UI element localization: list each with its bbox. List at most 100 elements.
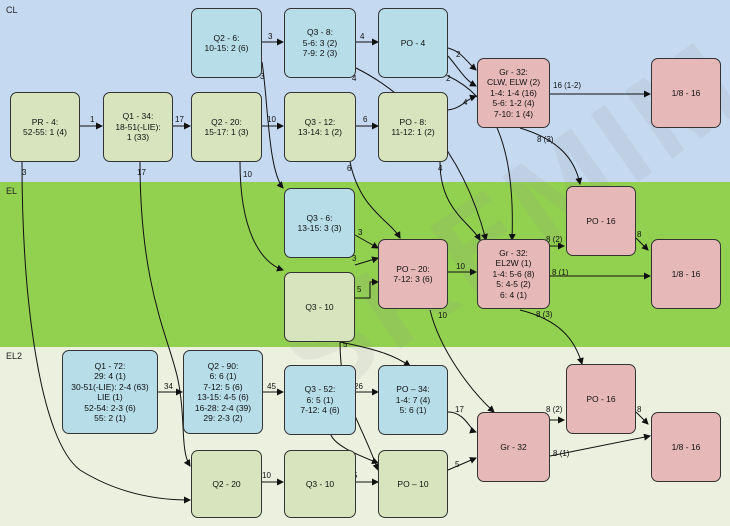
edge-label: 6 [347, 164, 352, 173]
band-label-el2: EL2 [6, 351, 23, 361]
edge-pr4-down [21, 161, 191, 504]
node-line: 5-6: 3 (2) [302, 37, 338, 48]
edge-label: 8 (3) [536, 310, 553, 319]
edge-q2-down [239, 161, 284, 272]
node-po8[interactable]: PO - 8:11-12: 1 (2) [378, 92, 448, 162]
edge-q3_10-po20-b [355, 278, 379, 299]
edge-label: 17 [175, 115, 184, 124]
node-line: Q3 - 6: [306, 212, 333, 223]
edge-label: 1 [90, 115, 95, 124]
edge-label: 2 [446, 74, 451, 83]
node-q2-6[interactable]: Q2 - 6:10-15: 2 (6) [191, 8, 262, 78]
edge-gr_b-down [519, 309, 584, 365]
edge-po8-down [439, 161, 481, 241]
edge-label: 3 [22, 168, 27, 177]
edge-label: 5 [357, 285, 362, 294]
node-q3-52[interactable]: Q3 - 52:6: 5 (1)7-12: 4 (6) [284, 365, 356, 435]
edge-label: 10 [438, 311, 447, 320]
node-line: 13-14: 1 (2) [298, 127, 342, 137]
edge-label: 3 [260, 72, 265, 81]
edge-label: 4 [360, 32, 365, 41]
edge-label: 2 [456, 50, 461, 59]
edge-label: 17 [455, 405, 464, 414]
node-line: 5-6: 1-2 (4) [492, 98, 535, 109]
node-q3-10-el2[interactable]: Q3 - 10 [284, 450, 356, 518]
node-line: 5: 6 (1) [399, 405, 427, 416]
node-q1-72[interactable]: Q1 - 72:29: 4 (1)30-51(-LIE): 2-4 (63)LI… [62, 350, 158, 434]
node-line: Q2 - 90: [207, 360, 239, 371]
node-gr32-cl[interactable]: Gr - 32:CLW, ELW (2)1-4: 1-4 (16)5-6: 1-… [477, 58, 550, 128]
edge-q3_12-down [349, 161, 401, 239]
node-line: Q3 - 8: [307, 27, 333, 38]
node-r18-cl[interactable]: 1/8 - 16 [651, 58, 721, 128]
band-label-el: EL [6, 186, 18, 196]
node-line: 1-4: 5-6 (8) [492, 268, 535, 279]
edge-q1-down [139, 161, 191, 467]
node-line: PO – 34: [396, 384, 430, 395]
node-line: 7-12: 5 (6) [203, 381, 243, 392]
edge-gr_c-r18 [549, 433, 651, 457]
node-po20[interactable]: PO – 20:7-12: 3 (6) [378, 239, 448, 309]
node-q2-20-el2[interactable]: Q2 - 20 [191, 450, 262, 518]
node-line: Q1 - 72: [94, 360, 126, 371]
edge-label: 3 [268, 32, 273, 41]
edge-po16b-r18 [635, 411, 649, 425]
node-line: 29: 4 (1) [94, 371, 126, 381]
node-line: Q2 - 6: [213, 32, 240, 43]
node-q3-12[interactable]: Q3 - 12:13-14: 1 (2) [284, 92, 356, 162]
node-line: 52-54: 2-3 (6) [84, 402, 136, 413]
node-line: 11-12: 1 (2) [391, 127, 435, 137]
edge-po4-gr_a-1 [447, 47, 477, 71]
edge-label: 3 [358, 228, 363, 237]
band-label-cl: CL [6, 5, 18, 15]
node-q3-6[interactable]: Q3 - 6:13-15: 3 (3) [284, 188, 355, 258]
edge-po20-down [429, 309, 495, 413]
node-line: 7-12: 3 (6) [393, 274, 433, 284]
node-line: PO - 8: [399, 116, 427, 127]
node-q2-20-cl[interactable]: Q2 - 20:15-17: 1 (3) [191, 92, 262, 162]
node-po16-el2[interactable]: PO - 16 [566, 364, 636, 434]
node-line: 1/8 - 16 [671, 87, 701, 98]
edge-label: 8 (3) [537, 135, 554, 144]
node-q3-10-el[interactable]: Q3 - 10 [284, 272, 355, 342]
node-po34[interactable]: PO – 34:1-4: 7 (4)5: 6 (1) [378, 365, 448, 435]
node-line: LIE (1) [97, 392, 123, 402]
node-q3-8[interactable]: Q3 - 8:5-6: 3 (2)7-9: 2 (3) [284, 8, 356, 78]
edge-label: 45 [267, 382, 276, 391]
node-pr4[interactable]: PR - 4:52-55: 1 (4) [10, 92, 80, 162]
node-line: 6: 4 (1) [500, 289, 527, 300]
node-line: PO – 20: [396, 263, 430, 274]
node-line: 1 (33) [126, 132, 150, 143]
node-line: Gr - 32: [499, 66, 528, 77]
node-line: 7-12: 4 (6) [300, 405, 340, 416]
node-po10[interactable]: PO – 10 [378, 450, 448, 518]
node-q1-34[interactable]: Q1 - 34:18-51(-LIE):1 (33) [103, 92, 173, 162]
node-r18-el2[interactable]: 1/8 - 16 [651, 412, 721, 482]
edge-label: 8 (2) [546, 405, 563, 414]
node-line: 13-15: 4-5 (6) [197, 392, 249, 402]
edge-po34-gr_c [447, 411, 477, 434]
edge-label: 10 [456, 262, 465, 271]
node-q2-90[interactable]: Q2 - 90:6: 6 (1)7-12: 5 (6)13-15: 4-5 (6… [183, 350, 263, 434]
node-po4[interactable]: PO - 4 [378, 8, 448, 78]
node-line: 55: 2 (1) [94, 413, 126, 423]
node-line: 30-51(-LIE): 2-4 (63) [71, 381, 149, 392]
node-line: 16-28: 2-4 (39) [194, 402, 252, 413]
node-po16-el[interactable]: PO - 16 [566, 186, 636, 256]
node-line: PO - 4 [400, 37, 426, 48]
node-line: Q3 - 10 [305, 301, 334, 312]
node-line: 1-4: 7 (4) [395, 394, 431, 405]
edge-po4-gr_a-2 [447, 55, 477, 87]
node-line: Q2 - 20 [212, 478, 241, 489]
node-gr32-el[interactable]: Gr - 32:EL2W (1)1-4: 5-6 (8)5: 4-5 (2)6:… [477, 239, 550, 309]
node-line: Gr - 32 [500, 441, 527, 452]
edge-gr_a-po16 [519, 127, 583, 185]
node-r18-el[interactable]: 1/8 - 16 [651, 239, 721, 309]
node-line: EL2W (1) [495, 258, 532, 269]
node-line: 1-4: 1-4 (16) [490, 87, 537, 98]
edge-po10-gr_c [447, 457, 477, 471]
edge-el-down-po34 [339, 341, 411, 367]
node-gr32-el2[interactable]: Gr - 32 [477, 412, 550, 482]
node-line: 7-9: 2 (3) [302, 48, 338, 59]
node-line: PO - 16 [586, 393, 616, 404]
